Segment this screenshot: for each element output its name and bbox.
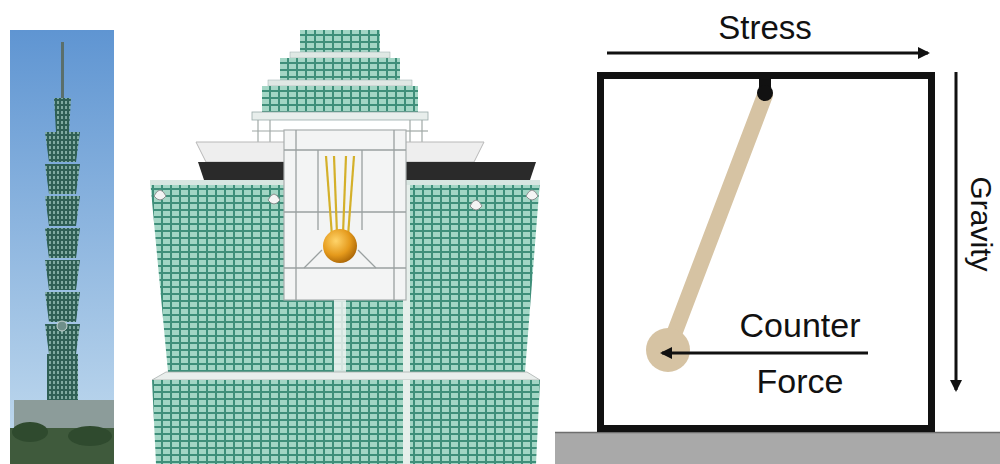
- crown-ledge: [290, 52, 390, 58]
- tower-photo: [10, 30, 114, 464]
- damper-cables: [343, 156, 346, 234]
- stress-arrow: [607, 52, 928, 55]
- crown-tier: [300, 30, 380, 52]
- gravity-arrow: [955, 72, 958, 390]
- tower-segment: [45, 196, 80, 226]
- railing: [252, 130, 285, 131]
- ruyi-ornament: [268, 194, 280, 204]
- tower-section: [152, 380, 540, 464]
- pendulum-diagram: [555, 53, 1000, 464]
- damper-cables: [334, 156, 337, 234]
- damper-chamber: [284, 130, 406, 300]
- damper-frame: Counter Force: [597, 72, 935, 432]
- tower-cutaway: [150, 30, 540, 464]
- tower-segment: [45, 228, 80, 258]
- crown-ledge: [268, 80, 412, 86]
- tower-segment: [45, 132, 80, 162]
- chamber-frame: [304, 250, 322, 268]
- tower-segment: [45, 164, 80, 194]
- chamber-frame: [284, 130, 406, 300]
- tower-crown: [54, 98, 71, 132]
- ruyi-ornament: [154, 190, 166, 200]
- sky: [10, 30, 114, 464]
- chamber-frame: [295, 130, 296, 300]
- section-ledge: [152, 372, 540, 380]
- chamber-frame: [317, 150, 318, 230]
- chamber-frame: [393, 130, 394, 300]
- chamber-frame: [284, 267, 406, 268]
- chamber-frame: [358, 250, 376, 268]
- damper-cables: [326, 156, 354, 236]
- ground: [555, 432, 1000, 464]
- damper-cables: [326, 156, 332, 236]
- chamber-frame: [284, 211, 406, 212]
- crown-tier: [280, 58, 400, 80]
- damper-sphere: [323, 229, 357, 263]
- chamber-frame: [361, 150, 362, 230]
- chamber-shaft: [334, 300, 346, 372]
- force-label: Gravity: [964, 174, 998, 274]
- damper-cables: [348, 156, 354, 236]
- force-label: Stress: [600, 8, 930, 48]
- railing: [252, 112, 428, 120]
- railing: [405, 130, 428, 131]
- ruyi-ornament: [526, 190, 538, 200]
- trees: [12, 422, 48, 442]
- crown-tier: [262, 86, 418, 112]
- chamber-frame: [284, 149, 406, 150]
- trees: [68, 426, 112, 446]
- tower-segment: [45, 292, 80, 322]
- tower-segment: [45, 260, 80, 290]
- pendulum-bob: [646, 328, 690, 372]
- force-label: Counter Force: [715, 297, 885, 409]
- section-seam: [403, 380, 410, 464]
- tower-disc: [57, 321, 67, 331]
- pivot: [757, 85, 773, 101]
- ruyi-ornament: [470, 200, 482, 210]
- spire: [61, 42, 64, 100]
- counter-force-arrow: [662, 352, 868, 355]
